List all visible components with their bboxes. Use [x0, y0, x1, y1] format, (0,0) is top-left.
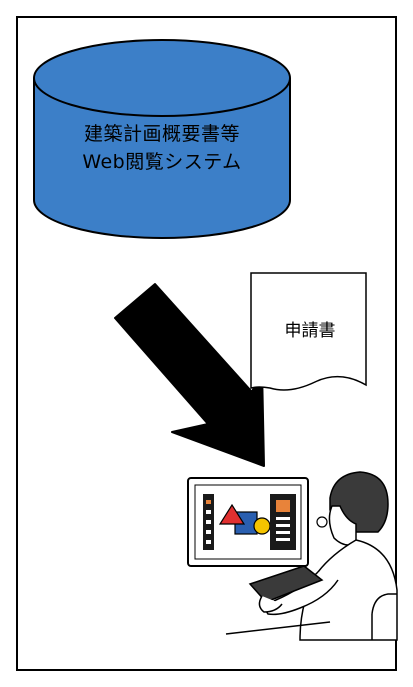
document-icon [250, 272, 367, 391]
database-label-line2: Web閲覧システム [82, 151, 242, 173]
database-cylinder-icon [33, 39, 291, 239]
download-arrow-icon [114, 283, 265, 467]
database-label: 建築計画概要書等 Web閲覧システム [34, 120, 290, 176]
person-at-computer-icon [187, 471, 398, 641]
database-label-line1: 建築計画概要書等 [83, 123, 240, 145]
document-label: 申請書 [284, 321, 336, 341]
